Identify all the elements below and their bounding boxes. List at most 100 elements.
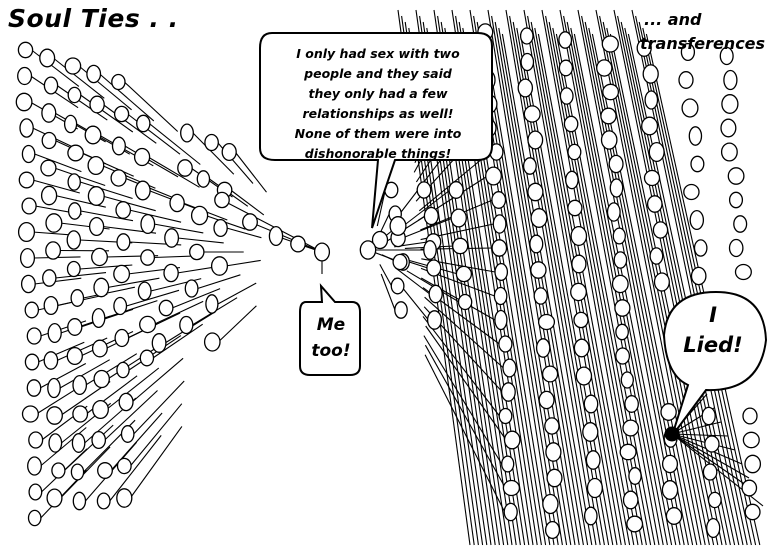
- tie-line: [231, 190, 264, 215]
- person-node: [222, 144, 236, 161]
- person-node: [709, 492, 722, 507]
- tie-line: [125, 146, 178, 177]
- person-node: [165, 229, 179, 247]
- person-node: [92, 248, 108, 265]
- person-node: [67, 348, 82, 365]
- person-node: [539, 391, 554, 408]
- bubble-lied-text: I Lied!: [670, 300, 756, 360]
- person-node: [702, 407, 715, 424]
- person-node: [112, 75, 125, 90]
- bubble-main-line: they only had a few: [268, 84, 488, 104]
- tie-line: [55, 273, 106, 278]
- person-node: [653, 222, 667, 238]
- person-node: [692, 267, 706, 284]
- person-node: [521, 28, 533, 44]
- bubble-main-line: dishonorable things!: [268, 144, 488, 164]
- person-node: [495, 264, 507, 281]
- person-node: [115, 330, 129, 347]
- person-node: [391, 278, 404, 294]
- person-node: [574, 312, 588, 327]
- person-node: [564, 116, 577, 131]
- person-node: [534, 288, 547, 304]
- person-node: [624, 491, 638, 509]
- person-node: [138, 282, 151, 300]
- tie-line: [235, 152, 266, 192]
- person-node: [44, 352, 57, 369]
- person-node: [502, 383, 516, 401]
- person-node: [185, 280, 198, 297]
- tie-line: [227, 228, 262, 238]
- person-node: [46, 214, 62, 232]
- person-node: [499, 409, 512, 424]
- person-node: [315, 243, 330, 261]
- person-node: [543, 366, 558, 382]
- person-node: [722, 95, 738, 114]
- title-soul-ties: Soul Ties . .: [8, 4, 179, 33]
- person-node: [206, 295, 218, 313]
- person-node: [453, 238, 468, 253]
- person-node: [586, 451, 600, 469]
- person-node: [531, 262, 546, 278]
- tie-line: [128, 114, 180, 154]
- person-node: [613, 275, 629, 292]
- person-node: [614, 252, 626, 268]
- person-node: [585, 507, 597, 525]
- person-node: [68, 145, 83, 161]
- person-node: [73, 406, 88, 422]
- tie-line: [34, 278, 81, 284]
- person-node: [518, 79, 532, 97]
- tie-line: [218, 306, 256, 342]
- person-node: [93, 340, 108, 357]
- person-node: [141, 250, 155, 265]
- person-node: [29, 510, 41, 525]
- person-node: [524, 106, 540, 122]
- person-node: [583, 423, 598, 442]
- person-node: [610, 179, 622, 197]
- person-node: [122, 426, 134, 443]
- person-node: [190, 244, 204, 259]
- person-node: [291, 236, 305, 252]
- person-node: [152, 334, 166, 353]
- person-node: [643, 65, 658, 83]
- person-node: [98, 463, 113, 479]
- person-node: [571, 283, 587, 300]
- title-and: ... and: [644, 10, 701, 29]
- person-node: [117, 362, 129, 377]
- person-node: [94, 371, 109, 388]
- person-node: [616, 324, 628, 339]
- person-node: [25, 354, 38, 370]
- person-node: [645, 171, 660, 186]
- person-node: [543, 495, 558, 514]
- person-node: [114, 265, 130, 282]
- person-node: [499, 336, 512, 352]
- person-node: [395, 302, 407, 318]
- tie-line: [125, 178, 178, 200]
- person-node: [92, 432, 105, 449]
- bubble-main-text: I only had sex with two people and they …: [268, 44, 488, 164]
- person-node: [648, 196, 662, 212]
- person-node: [22, 146, 34, 163]
- person-node: [742, 480, 756, 496]
- tie-line: [425, 355, 505, 512]
- person-node: [620, 444, 636, 459]
- person-node: [44, 77, 57, 94]
- person-node: [690, 211, 703, 230]
- person-node: [689, 127, 701, 145]
- bubble-main-line: relationships as well!: [268, 104, 488, 124]
- person-node: [417, 182, 431, 198]
- person-node: [19, 223, 35, 242]
- person-node: [503, 481, 519, 496]
- bubble-metoo-line: Me: [300, 312, 362, 338]
- tie-line: [226, 260, 261, 266]
- bubble-main-line: I only had sex with two: [268, 44, 488, 64]
- person-node: [730, 240, 743, 257]
- person-node: [576, 367, 591, 385]
- person-node: [424, 241, 436, 260]
- person-node: [28, 457, 42, 475]
- person-node: [743, 408, 757, 424]
- person-node: [623, 420, 638, 436]
- person-node: [16, 93, 32, 110]
- person-node: [25, 302, 38, 318]
- person-node: [178, 160, 192, 176]
- person-node: [27, 328, 41, 344]
